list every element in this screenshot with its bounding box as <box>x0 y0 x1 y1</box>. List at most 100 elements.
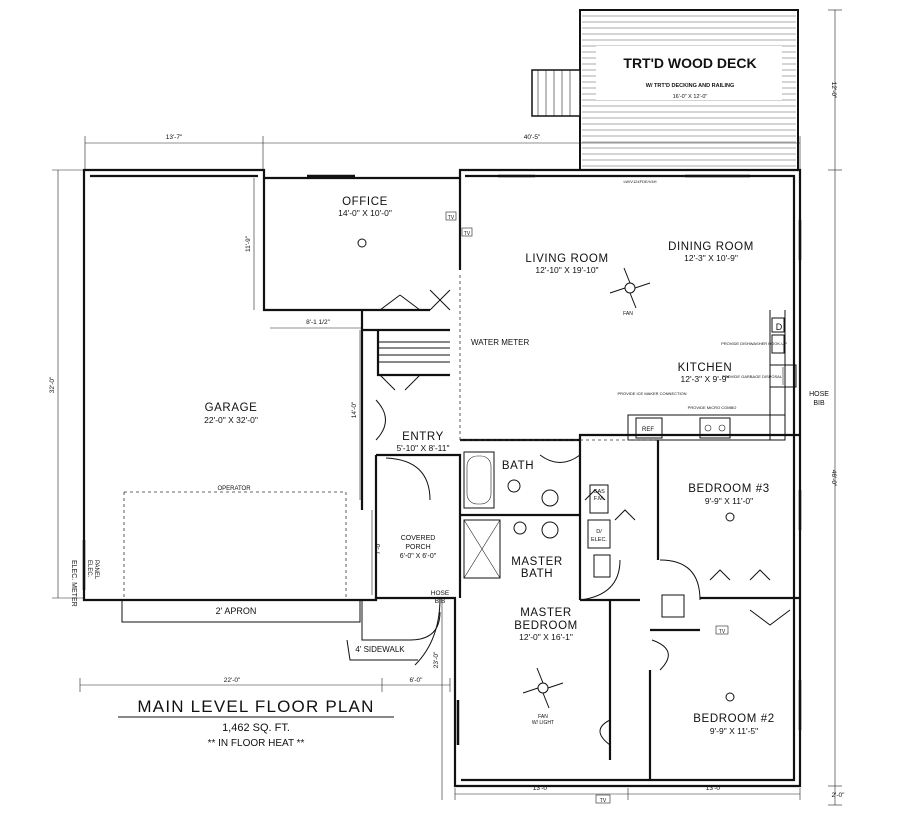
fan-light-label-2: W/ LIGHT <box>532 720 554 726</box>
dim-top-left: 13'-7" <box>166 134 183 141</box>
dim-bottom-13: 13'-0" <box>533 785 550 792</box>
provide-dw-label: PROVIDE DISHWASHER HOOK-UP <box>721 341 787 346</box>
hose-bib-label-3: HOSE <box>809 391 829 398</box>
room-name-office: OFFICE <box>342 196 388 208</box>
room-labels: OFFICE 14'-0" X 10'-0" LIVING ROOM 12'-1… <box>204 196 774 736</box>
refrigerator <box>635 417 663 439</box>
room-name-master-bath-2: BATH <box>521 568 553 580</box>
ceiling-fan-light-icon <box>522 667 564 709</box>
dimension-lines: 13'-7" 40'-5" 12'-0" 46'-0" 2'-0" 32'-0"… <box>49 9 846 806</box>
hose-bib-label-1: HOSE <box>431 590 450 597</box>
room-name-master-bath-1: MASTER <box>511 556 563 568</box>
dim-hall-w: 8'-1 1/2" <box>306 319 330 326</box>
room-name-bedroom-3: BEDROOM #3 <box>688 483 769 495</box>
dim-bottom-porch: 6'-0" <box>410 677 424 684</box>
room-name-entry: ENTRY <box>402 431 444 443</box>
light-fixture-icon <box>357 238 367 248</box>
water-meter-label: WATER METER <box>471 338 529 347</box>
dim-bottom-13b: 13'-0" <box>706 785 723 792</box>
room-name-bath: BATH <box>502 460 534 472</box>
room-name-living: LIVING ROOM <box>525 253 608 265</box>
title-block: MAIN LEVEL FLOOR PLAN 1,462 SQ. FT. ** I… <box>118 697 394 749</box>
room-size-living: 12'-10" X 19'-10" <box>535 265 598 275</box>
room-size-bedroom-2: 9'-9" X 11'-5" <box>710 726 758 736</box>
range <box>699 417 731 439</box>
room-size-garage: 22'-0" X 32'-0" <box>204 415 258 425</box>
deck-title: TRT'D WOOD DECK <box>623 55 756 71</box>
dim-right-wing: 23'-0" <box>433 651 440 668</box>
panel-label-2: ELEC. <box>86 560 92 578</box>
deck-size: 16'-0" X 12'-0" <box>673 94 708 100</box>
provide-micro-label: PROVIDE MICRO COMBO <box>688 405 737 410</box>
electric-panel <box>587 519 611 549</box>
room-size-dining: 12'-3" X 10'-9" <box>684 253 738 263</box>
elec-label: ELEC. <box>591 537 607 543</box>
dim-right-bottom: 2'-0" <box>832 792 846 799</box>
hose-bib-label-4: BIB <box>813 400 825 407</box>
panel-label-1: PANEL <box>93 560 99 580</box>
kitchen-sink <box>769 364 797 388</box>
interior-walls <box>262 178 800 780</box>
plan-title: MAIN LEVEL FLOOR PLAN <box>137 697 374 716</box>
room-size-entry: 5'-10" X 8'-11" <box>396 443 449 453</box>
doors <box>375 289 791 746</box>
room-size-kitchen: 12'-3" X 9'-9" <box>681 374 730 384</box>
dim-porch-h: 7'-0" <box>375 541 382 555</box>
fan-label: FAN <box>623 311 633 317</box>
dim-right-deck: 12'-0" <box>830 82 837 99</box>
room-size-bedroom-3: 9'-9" X 11'-0" <box>705 496 753 506</box>
room-name-porch-2: PORCH <box>405 544 430 551</box>
dim-office-h: 11'-9" <box>245 235 252 252</box>
elec-meter-label: ELEC. METER <box>70 560 77 607</box>
hose-bib-label-2: BIB <box>435 598 445 605</box>
dim-right-main: 46'-0" <box>830 470 837 487</box>
fan-light-label-1: FAN <box>538 714 548 720</box>
room-name-porch-1: COVERED <box>401 535 436 542</box>
sidewalk-label: 4' SIDEWALK <box>355 645 405 654</box>
ceiling-fan-icon <box>609 267 651 309</box>
light-fixture-icon <box>725 692 735 702</box>
provide-disposal-label: PROVIDE GARBAGE DISPOSAL <box>722 374 783 379</box>
room-name-master-2: BEDROOM <box>514 620 578 632</box>
window-tag: LW/V124FDE/V4H <box>623 179 656 184</box>
dim-entry-h: 14'-0" <box>351 401 358 418</box>
deck-stairs <box>531 69 581 117</box>
tv-label: TV <box>448 215 455 221</box>
room-name-bedroom-2: BEDROOM #2 <box>693 713 774 725</box>
dim-bottom-garage: 22'-0" <box>224 677 241 684</box>
tv-label: TV <box>719 629 726 635</box>
dishwasher <box>771 317 785 333</box>
tv-label: TV <box>600 798 607 804</box>
light-fixture-icon <box>725 512 735 522</box>
room-name-garage: GARAGE <box>205 402 258 414</box>
room-size-porch: 6'-0" X 6'-0" <box>400 553 437 560</box>
tv-label: TV <box>464 231 471 237</box>
room-size-master: 12'-0" X 16'-1" <box>519 632 573 642</box>
apron-label: 2' APRON <box>216 606 257 616</box>
room-size-office: 14'-0" X 10'-0" <box>338 208 392 218</box>
provide-ice-label: PROVIDE ICE MAKER CONNECTION <box>617 391 686 396</box>
deck: TRT'D WOOD DECK W/ TRT'D DECKING AND RAI… <box>531 9 799 171</box>
fixtures <box>82 174 802 804</box>
plan-area: 1,462 SQ. FT. <box>222 722 290 734</box>
dw-label: D/ <box>596 529 602 535</box>
d-label: D <box>776 322 783 332</box>
plan-note: ** IN FLOOR HEAT ** <box>208 738 305 749</box>
ref-label: REF <box>642 427 654 433</box>
bathtub <box>463 451 495 509</box>
misc-labels: WATER METER OPERATOR 2' APRON 4' SIDEWAL… <box>70 179 829 804</box>
shower <box>463 519 501 579</box>
room-name-dining: DINING ROOM <box>668 241 754 253</box>
dim-top-right: 40'-5" <box>524 134 541 141</box>
garage-door-track <box>123 491 347 598</box>
room-name-master-1: MASTER <box>520 607 572 619</box>
gas-label-1: GAS <box>593 489 605 495</box>
sink-icon <box>541 489 559 507</box>
gas-label-2: F.M. <box>594 496 605 502</box>
dim-left-side: 32'-0" <box>49 376 56 393</box>
operator-label: OPERATOR <box>217 486 251 492</box>
room-name-kitchen: KITCHEN <box>678 362 733 374</box>
deck-subtitle: W/ TRT'D DECKING AND RAILING <box>646 83 735 89</box>
toilet-icon <box>507 479 521 493</box>
